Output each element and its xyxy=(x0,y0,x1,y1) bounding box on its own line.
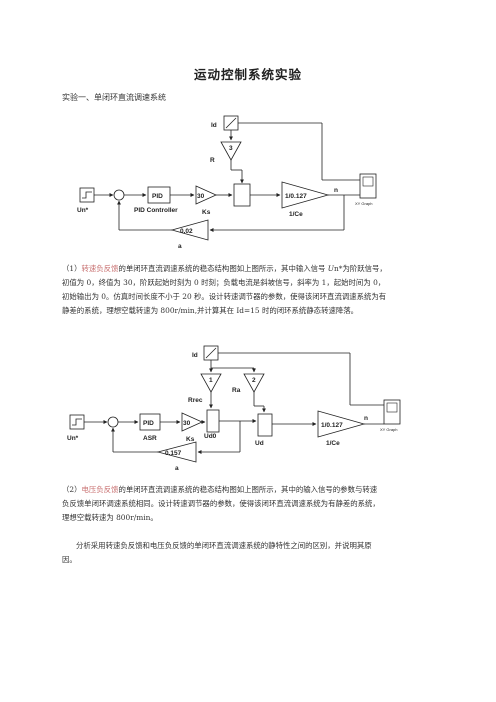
n-label: n xyxy=(334,187,338,194)
ks-gain-value: 30 xyxy=(183,420,191,427)
id-label: Id xyxy=(211,122,217,129)
ra-gain-block[interactable] xyxy=(243,373,265,393)
pid-label: PID Controller xyxy=(134,207,178,214)
ce-label: 1/Ce xyxy=(326,440,340,447)
pid-block-text: PID xyxy=(143,420,154,427)
rrec-sum-block[interactable] xyxy=(206,409,220,433)
ce-gain-block[interactable] xyxy=(317,410,366,438)
ks-gain-value: 30 xyxy=(197,193,205,200)
paragraph-1: （1）转速负反馈的单闭环直流调速系统的稳态结构图如上图所示，其中输入信号 Un*… xyxy=(62,264,387,315)
xy-graph-label: XY Graph xyxy=(355,201,373,206)
pid-block-text: PID xyxy=(152,193,163,200)
r-gain-block[interactable] xyxy=(220,141,242,161)
a-gain-value: 0.157 xyxy=(165,450,182,457)
ud-label: Ud xyxy=(255,440,264,447)
a-label: a xyxy=(178,243,182,250)
ce-gain-value: 1/0.127 xyxy=(285,193,307,200)
input-sum-block[interactable] xyxy=(107,416,119,428)
ks-gain-block[interactable] xyxy=(181,412,203,432)
un-label: Un* xyxy=(67,435,79,442)
ks-gain-block[interactable] xyxy=(195,185,217,205)
ud0-label: Ud0 xyxy=(204,433,217,440)
paragraph-2: （2）电压负反馈的单闭环直流调速系统的稳态结构图如上图所示，其中的输入信号的参数… xyxy=(62,485,380,522)
n-label: n xyxy=(364,415,368,422)
rrec-label: Rrec xyxy=(188,397,203,404)
ce-label: 1/Ce xyxy=(289,211,303,218)
un-step-block[interactable] xyxy=(79,187,95,203)
ce-gain-block[interactable] xyxy=(281,181,330,209)
a-gain-block[interactable] xyxy=(156,441,197,463)
ra-sum-block[interactable] xyxy=(257,413,273,437)
highlight-voltage-feedback: 电压负反馈 xyxy=(81,485,119,494)
un-step-block[interactable] xyxy=(69,414,85,430)
a-gain-block[interactable] xyxy=(170,219,209,241)
block-diagram-speed-feedback: Id 3 R Un* PID PID Controller 30 Ks 1/0.… xyxy=(77,115,377,250)
un-label: Un* xyxy=(77,207,89,214)
asr-label: ASR xyxy=(143,435,157,442)
a-gain-value: 0.02 xyxy=(180,228,193,235)
xy-graph-label: XY Graph xyxy=(380,427,398,432)
r-label: R xyxy=(210,157,215,164)
section-heading: 实验一、单闭环直流调速系统 xyxy=(62,93,166,102)
page-title: 运动控制系统实验 xyxy=(193,67,302,82)
paragraph-3: 分析采用转速负反馈和电压负反馈的单闭环直流调速系统的静特性之间的区别，并说明其原… xyxy=(62,541,372,564)
highlight-speed-feedback: 转速负反馈 xyxy=(81,264,119,273)
input-sum-block[interactable] xyxy=(113,189,125,201)
ks-label: Ks xyxy=(186,436,195,443)
rrec-gain-value: 1 xyxy=(209,377,213,384)
id-label: Id xyxy=(192,352,198,359)
ks-label: Ks xyxy=(202,209,211,216)
r-gain-value: 3 xyxy=(229,145,233,152)
ra-gain-value: 2 xyxy=(252,377,256,384)
load-sum-block[interactable] xyxy=(233,183,251,207)
a-label: a xyxy=(175,465,179,472)
rrec-gain-block[interactable] xyxy=(200,373,222,393)
block-diagram-voltage-feedback: Id 1 Rrec 2 Ra Un* PID ASR 30 Ks Ud0 Ud … xyxy=(67,345,401,472)
ra-label: Ra xyxy=(232,387,241,394)
ce-gain-value: 1/0.127 xyxy=(321,422,343,429)
